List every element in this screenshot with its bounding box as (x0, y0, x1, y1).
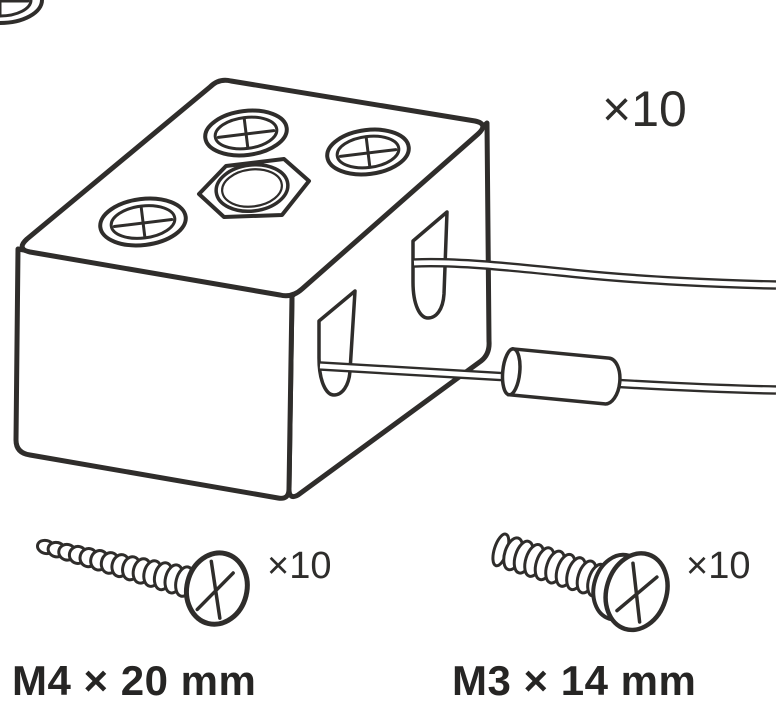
ferrule-icon (500, 347, 622, 406)
phillips-cross-icon (195, 559, 235, 620)
block-quantity-label: ×10 (602, 81, 687, 137)
block-front-face (13, 246, 295, 501)
top-screw-head-3 (98, 196, 188, 248)
hex-gland-icon (197, 157, 311, 219)
top-screw-head-1 (203, 108, 289, 158)
machine-screw-size-label: M3 × 14 mm (452, 657, 696, 704)
terminal-block-icon (0, 0, 492, 501)
upper-cable-icon (413, 257, 776, 290)
wood-screw-size-label: M4 × 20 mm (12, 657, 256, 704)
machine-screw-quantity-label: ×10 (686, 545, 750, 587)
top-screw-head-4 (0, 0, 44, 25)
wood-screw-quantity-label: ×10 (267, 545, 331, 587)
phillips-cross-icon (615, 561, 659, 624)
wood-screw-icon (35, 538, 250, 627)
machine-screw-icon (491, 532, 670, 633)
top-screw-head-2 (325, 127, 411, 177)
